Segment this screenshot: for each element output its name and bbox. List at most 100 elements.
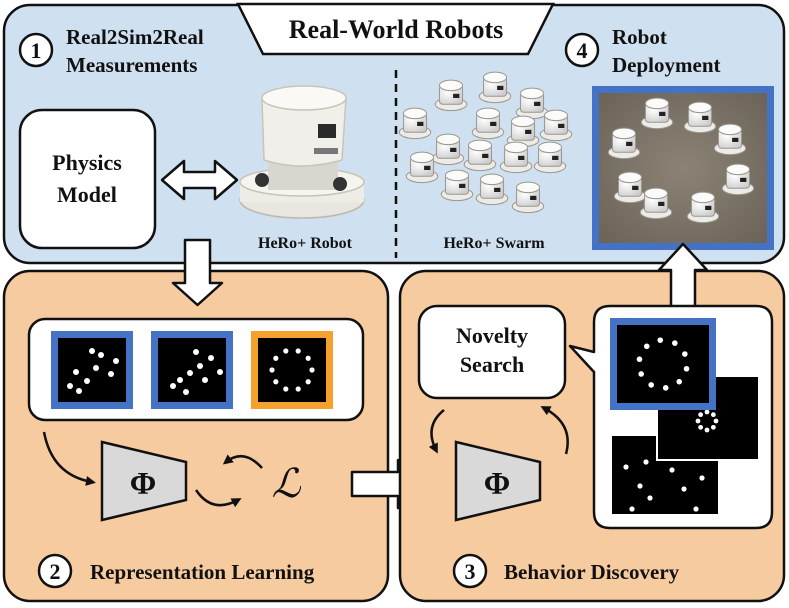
agent-dot <box>636 356 643 363</box>
section-1-title-line2: Measurements <box>66 53 197 77</box>
section-4-title-line1: Robot <box>612 25 667 49</box>
agent-dot <box>89 348 95 354</box>
robot-sensor <box>482 153 489 158</box>
agent-dot <box>693 506 699 512</box>
robot-top <box>717 123 743 136</box>
robot-sensor <box>530 195 537 200</box>
agent-dot <box>73 369 79 375</box>
agent-dot <box>202 377 208 383</box>
agent-dot <box>170 383 176 389</box>
section-2-title: Representation Learning <box>90 560 315 584</box>
encoder-symbol: Φ <box>130 465 157 501</box>
agent-dot <box>704 409 710 415</box>
robot-top <box>515 181 541 194</box>
agent-dot <box>177 377 183 383</box>
cycle-arrows-icon <box>194 454 263 508</box>
robot-sensor <box>525 129 532 134</box>
robot-sensor <box>424 165 431 170</box>
agent-dot <box>698 412 704 418</box>
agent-dot <box>710 424 716 430</box>
physics-model-line1: Physics <box>52 150 122 175</box>
agent-dot <box>193 349 199 355</box>
agent-dot <box>269 367 275 373</box>
section-4-badge <box>564 32 600 68</box>
encoder-trapezoid <box>100 440 188 522</box>
robot-top <box>725 163 751 176</box>
physics-model-line2: Model <box>57 182 117 207</box>
robot-top <box>444 169 470 182</box>
down-arrow-icon <box>171 238 224 307</box>
agent-dot <box>662 385 669 391</box>
robot-sensor <box>705 205 712 210</box>
robot-top <box>479 173 505 186</box>
agent-dot <box>84 378 90 384</box>
double-arrow-icon <box>160 159 239 201</box>
section-2-badge <box>37 553 73 589</box>
thumbnail-1 <box>58 338 126 402</box>
robot-top <box>435 133 461 146</box>
hero-swarm-image <box>398 71 573 214</box>
agent-dot <box>681 486 687 492</box>
section-2-number: 2 <box>50 559 61 584</box>
robot-sensor <box>658 201 665 206</box>
agent-dot <box>309 367 315 373</box>
agent-dot <box>197 363 203 369</box>
agent-dot <box>710 412 716 418</box>
agent-dot <box>113 358 119 364</box>
encoder-2-trapezoid <box>454 440 542 522</box>
agent-dot <box>623 464 629 470</box>
behavior-1-dots <box>636 337 690 391</box>
agent-dot <box>657 337 664 343</box>
robot-sensor <box>518 155 525 160</box>
agent-dot <box>273 355 279 361</box>
agent-dot <box>187 370 193 376</box>
agent-dot <box>76 388 82 394</box>
header-title: Real-World Robots <box>289 15 504 44</box>
curve-arrow-icon <box>42 431 96 486</box>
novelty-search-line1: Novelty <box>456 323 528 348</box>
agent-dot <box>672 340 678 346</box>
agent-dot <box>682 351 688 357</box>
agent-dot <box>643 459 649 465</box>
section-4-number: 4 <box>577 38 588 63</box>
agent-dot <box>698 424 704 430</box>
agent-dot <box>295 348 301 354</box>
robot-top <box>617 171 643 184</box>
title-tab <box>235 2 556 56</box>
robot-top <box>409 151 435 164</box>
behavior-1 <box>617 325 709 403</box>
agent-dot <box>669 467 675 473</box>
thumbnail-3 <box>258 338 326 402</box>
agent-dot <box>704 427 710 433</box>
section-1-title-line1: Real2Sim2Real <box>66 25 204 49</box>
robot-top <box>467 139 493 152</box>
agent-dot <box>683 365 690 372</box>
section-1-number: 1 <box>31 38 42 63</box>
thumbnail-2-dots <box>170 349 223 395</box>
thumbnail-3-dots <box>269 348 315 392</box>
curve-arrow-right-icon <box>540 406 569 455</box>
robot-sensor <box>450 147 457 152</box>
robot-top <box>611 127 637 140</box>
behavior-3-dots <box>623 459 705 512</box>
robot-top <box>510 115 536 128</box>
robot-sensor <box>552 155 559 160</box>
agent-dot <box>283 386 289 392</box>
robot-sensor <box>626 141 633 146</box>
encoder-2-symbol: Φ <box>484 465 511 501</box>
agent-dot <box>713 418 719 424</box>
loss-symbol: ℒ <box>272 461 302 506</box>
robot-top <box>402 107 428 120</box>
agent-dot <box>647 495 653 501</box>
robot-sensor <box>659 111 666 116</box>
agent-dot <box>638 371 644 377</box>
agent-dot <box>643 343 650 350</box>
robot-top <box>690 191 716 204</box>
robot-top <box>537 141 563 154</box>
thumbnail-1-dots <box>67 348 119 394</box>
agent-dot <box>217 369 223 375</box>
robot-top <box>438 79 464 92</box>
robot-top <box>543 109 569 122</box>
agent-dot <box>305 379 311 385</box>
